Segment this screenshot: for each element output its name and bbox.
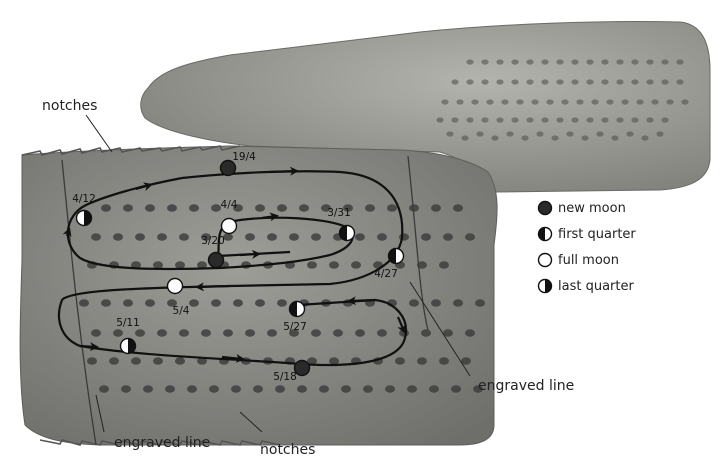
back-pit-rows	[436, 59, 689, 141]
legend-item-last: last quarter	[537, 278, 634, 294]
moon-marker-new: 5/18	[273, 359, 311, 383]
moon-marker-full: 5/4	[166, 277, 190, 317]
marker-date-label: 5/27	[283, 321, 307, 333]
label-notches-top: notches	[42, 98, 97, 114]
moon-marker-last: 4/12	[72, 193, 96, 227]
moon-marker-new: 3/20	[201, 235, 225, 269]
moon-marker-first: 5/27	[283, 300, 307, 333]
label-engraved-line-right: engraved line	[478, 378, 574, 394]
moon-marker-last: 5/11	[116, 317, 140, 355]
moon-marker-first: 4/27	[374, 247, 405, 280]
legend-label: first quarter	[558, 227, 636, 242]
moon-marker-full: 4/4	[221, 199, 238, 235]
marker-date-label: 3/20	[201, 235, 225, 247]
label-engraved-line-left: engraved line	[114, 435, 210, 451]
marker-date-label: 4/4	[221, 199, 238, 211]
bone-fragment-front	[19, 145, 498, 446]
phase-legend: new moon first quarter full moon last quart…	[537, 200, 636, 294]
marker-date-label: 5/4	[173, 305, 190, 317]
legend-label: full moon	[558, 253, 619, 268]
legend-item-full: full moon	[537, 252, 619, 268]
marker-date-label: 19/4	[232, 151, 256, 163]
marker-date-label: 3/31	[327, 207, 351, 219]
bone-top-edge-notches	[21, 145, 241, 156]
label-notches-bottom: notches	[260, 442, 315, 458]
marker-date-label: 5/18	[273, 371, 297, 383]
marker-date-label: 5/11	[116, 317, 140, 329]
marker-date-label: 4/12	[72, 193, 96, 205]
path-arrows	[62, 166, 406, 363]
legend-item-new: new moon	[537, 200, 626, 216]
moon-marker-first: 3/31	[327, 207, 356, 242]
engraved-line-mark-left	[61, 159, 97, 446]
label-leaders	[85, 114, 471, 433]
bone-bottom-edge-notches	[39, 439, 281, 446]
marker-date-label: 4/27	[374, 268, 398, 280]
moon-marker-new: 19/4	[219, 151, 256, 177]
legend-label: new moon	[558, 201, 626, 216]
bone-fragment-back	[140, 20, 711, 193]
legend-label: last quarter	[558, 279, 634, 294]
lunar-path-line	[57, 170, 408, 367]
engraved-line-mark-right	[407, 155, 429, 331]
moon-markers: 19/4 4/12 4/4 3/31 3/20 4/27 5/4 5/27 5/11 5/18	[72, 151, 405, 383]
legend-item-first: first quarter	[537, 226, 636, 242]
